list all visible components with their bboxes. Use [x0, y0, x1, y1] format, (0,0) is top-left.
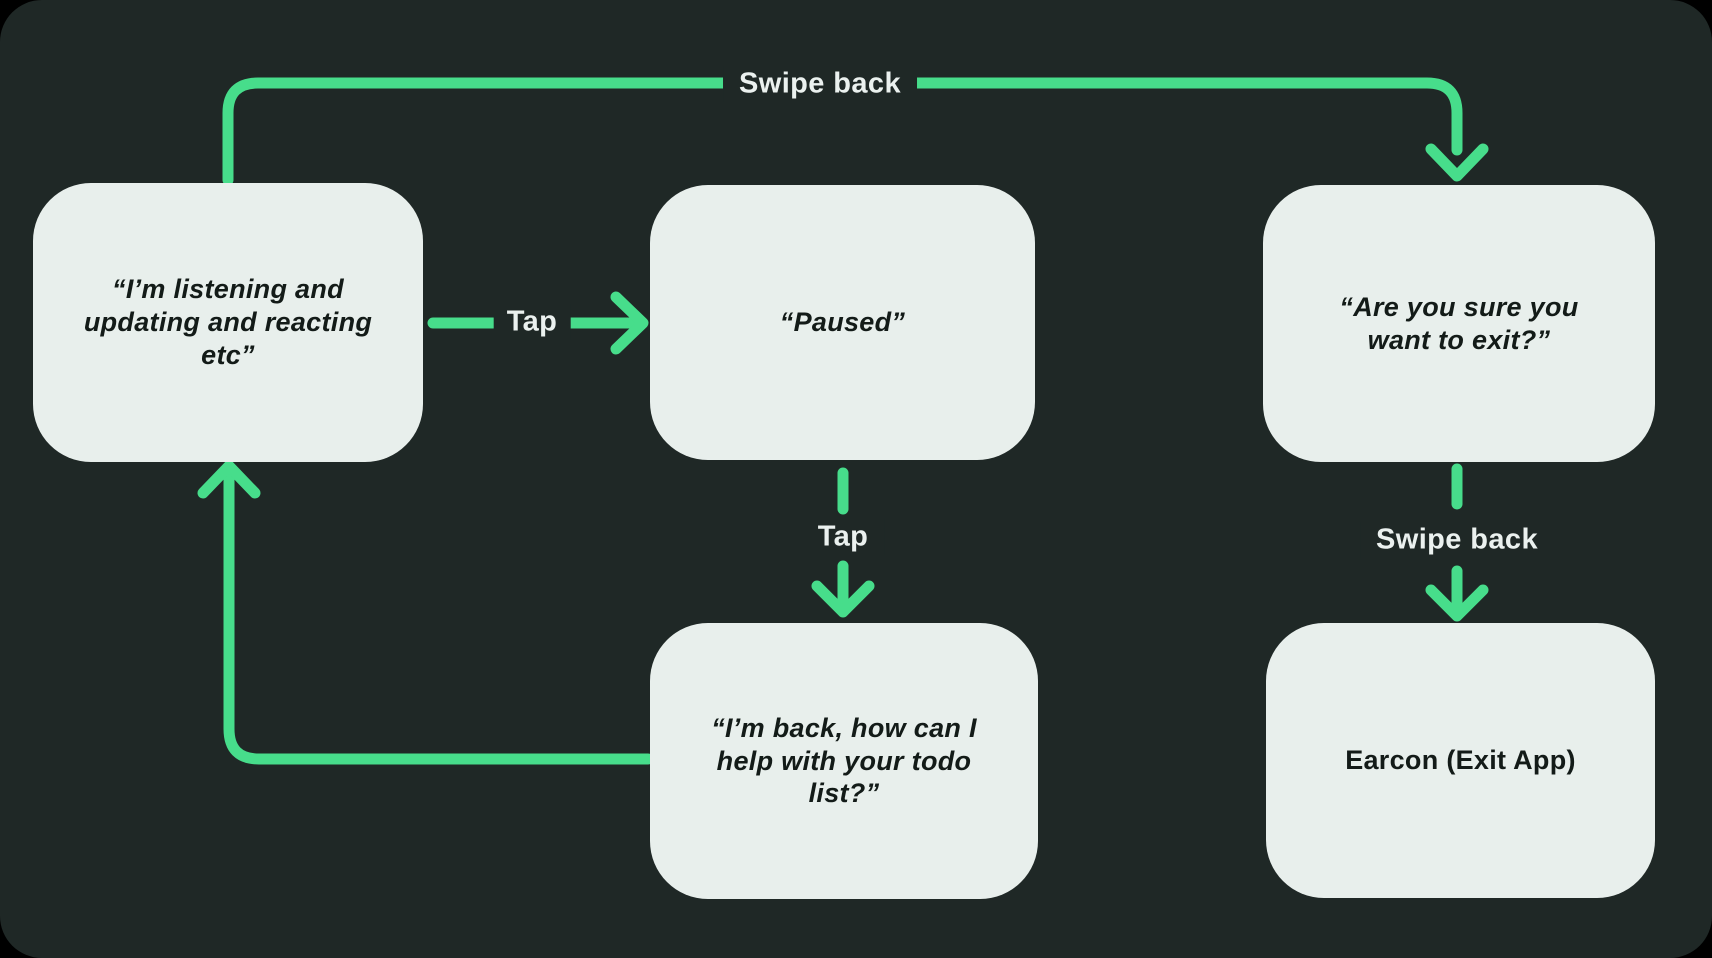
arrowhead-down-icon: [1425, 584, 1489, 622]
arrowhead-right-icon: [610, 291, 649, 355]
edge-listening-to-paused: [427, 291, 649, 355]
node-confirm-exit-text: “Are you sure you want to exit?”: [1339, 291, 1579, 355]
edge-label-swipe-back-top: Swipe back: [723, 65, 917, 103]
node-earcon-exit: Earcon (Exit App): [1266, 623, 1655, 898]
arrowhead-down-icon: [1425, 143, 1489, 182]
arrowhead-up-icon: [197, 460, 261, 499]
node-confirm-exit: “Are you sure you want to exit?”: [1263, 185, 1655, 462]
node-paused-text: “Paused”: [779, 307, 906, 338]
edge-line: [223, 473, 654, 765]
edge-paused-to-back-help: [811, 467, 875, 618]
edge-label-tap-down: Tap: [801, 518, 885, 556]
edge-label-swipe-back-down: Swipe back: [1360, 521, 1554, 559]
node-back-help-text: “I’m back, how can I help with your todo…: [711, 712, 977, 809]
node-back-help: “I’m back, how can I help with your todo…: [650, 623, 1038, 899]
arrowhead-down-icon: [811, 580, 875, 618]
node-paused: “Paused”: [650, 185, 1035, 460]
node-listening-text: “I’m listening and updating and reacting…: [83, 274, 373, 370]
edge-label-tap-right: Tap: [493, 303, 571, 341]
edge-back-help-to-listening: [197, 460, 654, 765]
node-listening: “I’m listening and updating and reacting…: [33, 183, 423, 462]
node-earcon-exit-text: Earcon (Exit App): [1345, 745, 1576, 776]
edge-confirm-exit-to-earcon-exit: [1425, 463, 1489, 622]
